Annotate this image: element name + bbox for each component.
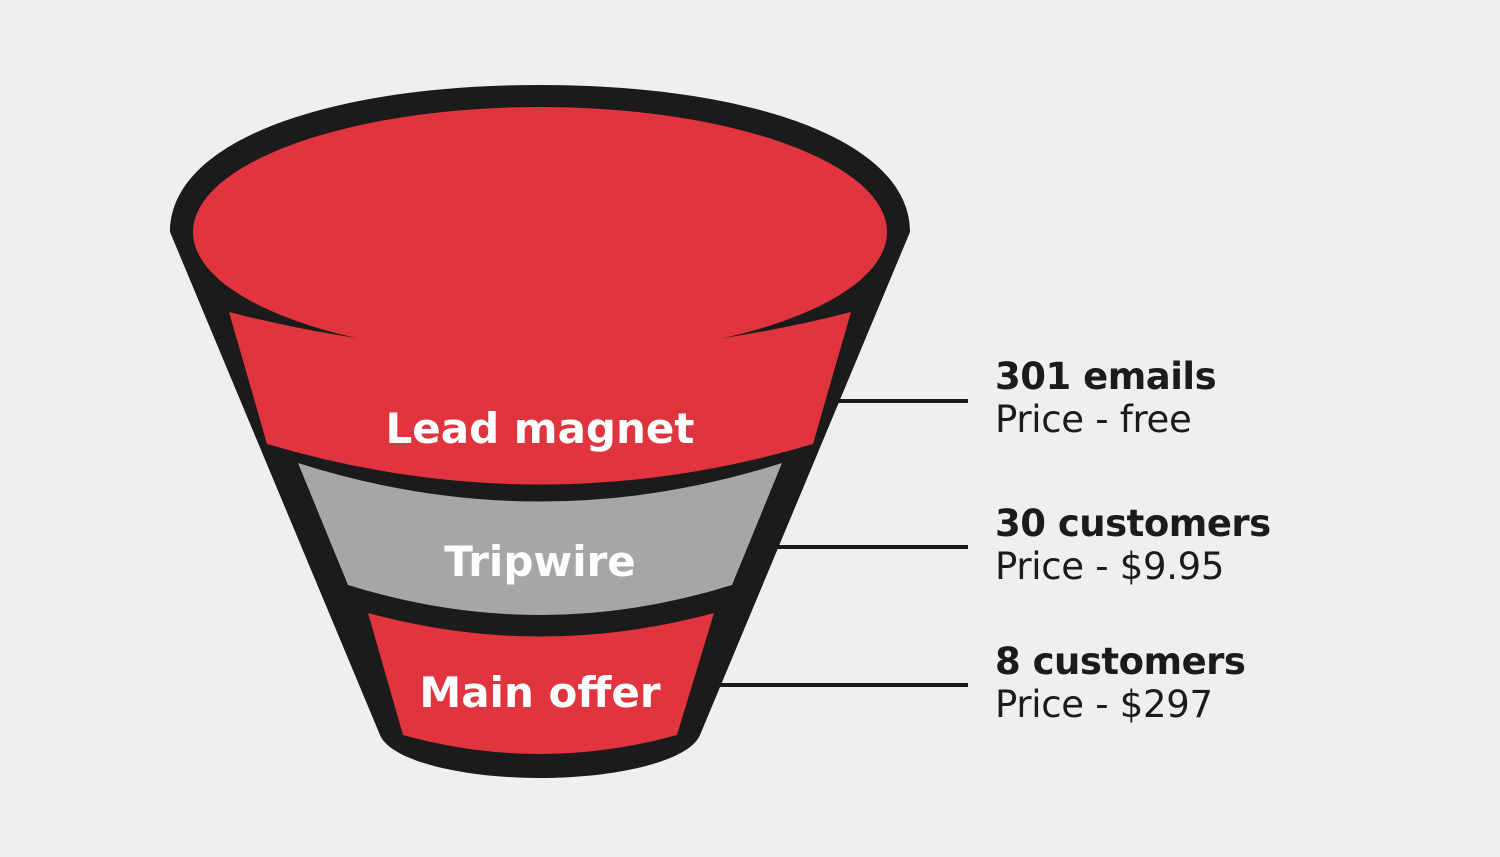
stat-tripwire: 30 customers Price - $9.95 — [995, 505, 1271, 585]
stat-metric: 301 emails — [995, 355, 1217, 398]
stat-price: Price - free — [995, 398, 1192, 441]
stat-lead-magnet: 301 emails Price - free — [995, 355, 1217, 441]
stat-metric: 30 customers — [995, 502, 1271, 545]
stat-price: Price - $9.95 — [995, 545, 1225, 588]
stage-main-offer-band — [368, 613, 714, 754]
funnel-opening — [193, 107, 887, 357]
stage-label-lead-magnet: Lead magnet — [386, 404, 695, 453]
stage-lead-magnet-band — [229, 312, 851, 485]
stage-label-tripwire: Tripwire — [444, 537, 636, 586]
stage-label-main-offer: Main offer — [419, 668, 660, 717]
stage-tripwire-band — [298, 463, 782, 615]
stat-main-offer: 8 customers Price - $297 — [995, 640, 1246, 726]
stat-price: Price - $297 — [995, 683, 1213, 726]
stat-metric: 8 customers — [995, 640, 1246, 683]
